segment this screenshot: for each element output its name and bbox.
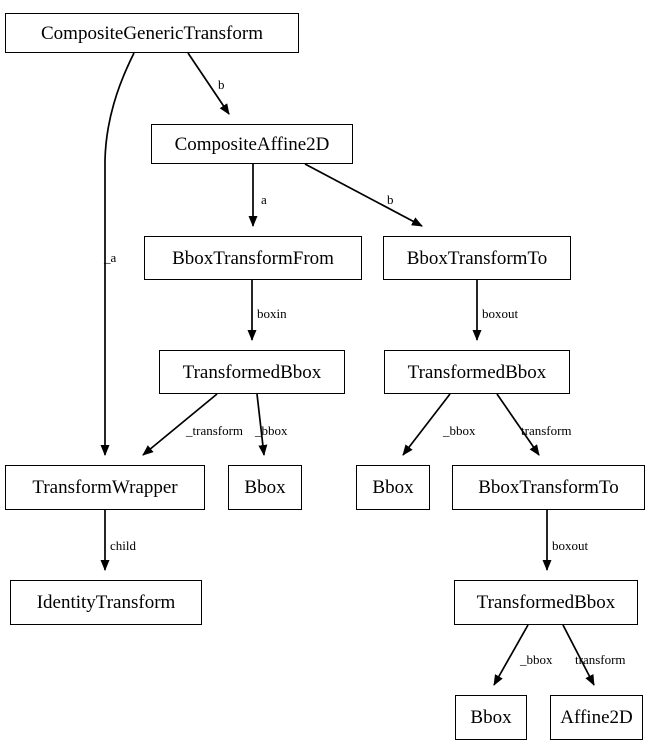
edge-label: boxin <box>257 306 287 321</box>
graph-edge <box>142 393 218 456</box>
graph-edge <box>187 52 230 115</box>
graph-node-label: Bbox <box>470 707 512 728</box>
graph-node[interactable]: BboxTransformTo <box>452 465 645 510</box>
edge-label: _bbox <box>443 423 476 438</box>
graph-node-label: TransformWrapper <box>32 477 178 498</box>
graph-edge <box>562 624 595 686</box>
graph-node-label: BboxTransformTo <box>478 477 619 498</box>
graph-node-label: Affine2D <box>560 707 633 728</box>
graph-node-label: Bbox <box>244 477 286 498</box>
edge-label: boxout <box>482 306 519 321</box>
graph-node[interactable]: CompositeGenericTransform <box>5 13 299 53</box>
graph-edge <box>100 52 135 456</box>
graph-node-label: BboxTransformFrom <box>172 247 334 269</box>
edge-label: _a <box>104 250 117 265</box>
edge-paths <box>100 52 595 686</box>
graph-node-label: Bbox <box>372 477 414 498</box>
graph-node[interactable]: Affine2D <box>550 695 643 740</box>
graph-node-label: TransformedBbox <box>407 361 547 383</box>
graph-node[interactable]: BboxTransformTo <box>383 236 571 280</box>
graph-node[interactable]: Bbox <box>455 695 527 740</box>
graph-node-label: CompositeGenericTransform <box>41 22 263 44</box>
graph-node[interactable]: Bbox <box>356 465 430 510</box>
edge-label: transform <box>521 423 572 438</box>
graph-node[interactable]: Bbox <box>228 465 302 510</box>
graph-node[interactable]: CompositeAffine2D <box>151 124 353 164</box>
edge-label: _transform <box>186 423 244 438</box>
graph-node-label: CompositeAffine2D <box>174 133 330 155</box>
graph-node-label: BboxTransformTo <box>406 247 548 269</box>
graph-node[interactable]: IdentityTransform <box>10 580 202 625</box>
edge-label: boxout <box>552 538 589 553</box>
graph-node[interactable]: TransformWrapper <box>5 465 205 510</box>
edge-label: transform <box>575 652 626 667</box>
graph-edge <box>402 393 451 456</box>
graph-node-label: IdentityTransform <box>36 592 176 613</box>
graph-edge <box>304 163 423 227</box>
edge-label: _bbox <box>255 423 288 438</box>
edge-label: _bbox <box>520 652 553 667</box>
graph-node[interactable]: BboxTransformFrom <box>144 236 362 280</box>
edge-label: a <box>261 192 267 207</box>
edge-label: b <box>387 192 394 207</box>
edge-label: child <box>110 538 136 553</box>
graph-node[interactable]: TransformedBbox <box>159 350 345 394</box>
edge-label: b <box>218 77 225 92</box>
graph-edge <box>493 624 529 686</box>
graph-node[interactable]: TransformedBbox <box>384 350 570 394</box>
graph-node[interactable]: TransformedBbox <box>454 580 638 625</box>
graph-node-label: TransformedBbox <box>476 592 616 613</box>
graph-edge <box>256 393 268 456</box>
graph-node-label: TransformedBbox <box>182 361 322 383</box>
graph-edge <box>496 393 540 456</box>
